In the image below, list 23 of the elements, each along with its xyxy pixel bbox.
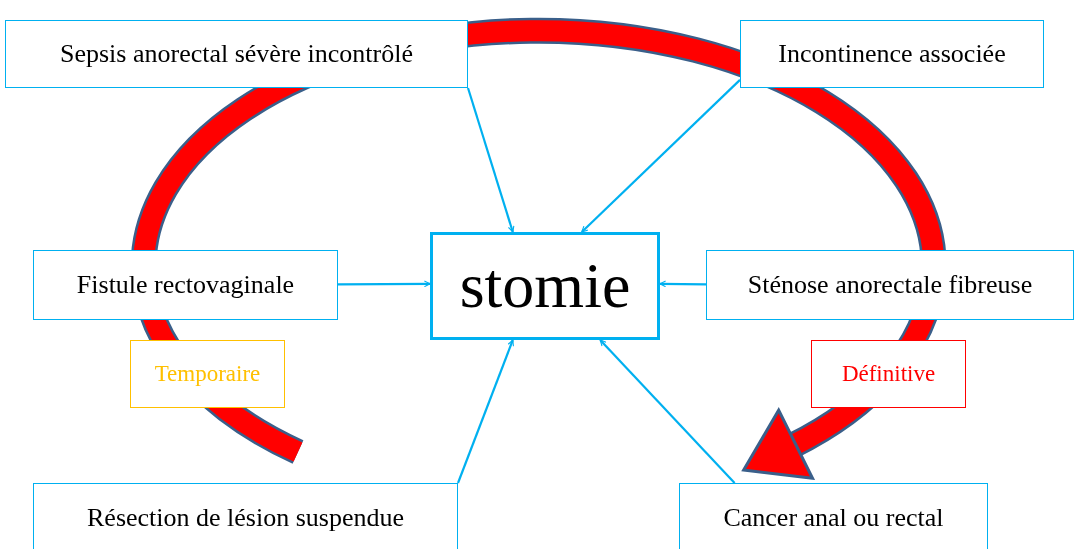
node-label: Sténose anorectale fibreuse xyxy=(747,270,1033,300)
arrow xyxy=(466,87,515,233)
main-box xyxy=(430,232,660,340)
cause-box xyxy=(679,483,988,549)
category-box xyxy=(811,340,966,408)
node-label: Définitive xyxy=(841,361,936,387)
node-label: Temporaire xyxy=(154,361,261,387)
arrow xyxy=(338,280,431,288)
cause-box xyxy=(740,20,1044,88)
arrow xyxy=(581,79,741,233)
category-box xyxy=(130,340,285,408)
cause-box xyxy=(33,250,338,320)
node-label: Incontinence associée xyxy=(778,39,1006,69)
cause-box xyxy=(5,20,468,88)
node-label: Cancer anal ou rectal xyxy=(723,503,944,533)
cause-box xyxy=(706,250,1074,320)
arrow xyxy=(456,339,514,484)
cause-box xyxy=(33,483,458,549)
main-label: stomie xyxy=(459,249,631,323)
node-label: Fistule rectovaginale xyxy=(76,270,295,300)
arrow xyxy=(659,280,706,288)
node-label: Résection de lésion suspendue xyxy=(87,503,404,533)
node-label: Sepsis anorectal sévère incontrôlé xyxy=(60,39,413,69)
